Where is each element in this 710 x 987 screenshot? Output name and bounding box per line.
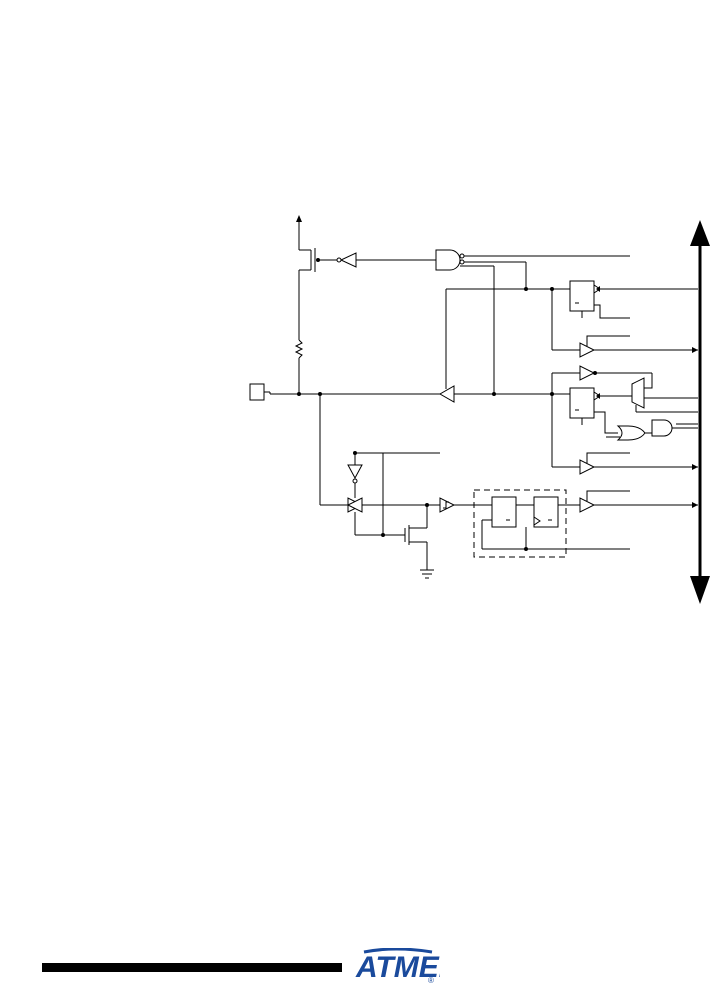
- pull-up-and-gate: [435, 249, 630, 394]
- footer-bar: [42, 963, 342, 972]
- output-driver: [438, 287, 554, 403]
- pin-read-buffer: [579, 490, 698, 513]
- synchronizer-box: [473, 489, 567, 558]
- port-read-buffer: [552, 452, 698, 475]
- pin-pad: [249, 383, 440, 401]
- pull-up-pmos: [298, 248, 320, 340]
- and-gate-2: [651, 419, 698, 437]
- pull-down-nmos: [404, 505, 428, 570]
- or-gate: [606, 425, 652, 441]
- port-buffer: [551, 365, 653, 467]
- port-flip-flop: [552, 387, 632, 434]
- sync-flip-flop: [533, 496, 580, 528]
- data-bus: [690, 220, 710, 604]
- sync-latch: [491, 496, 534, 528]
- ground-symbol: [420, 569, 434, 579]
- transmission-gate: [319, 394, 440, 537]
- logo-text: ATMEL: [355, 951, 440, 984]
- atmel-logo: ATMEL ®: [355, 948, 440, 984]
- vcc-arrow: [296, 215, 302, 250]
- sleep-inverter: [347, 451, 440, 498]
- schmitt-trigger: [439, 497, 492, 513]
- pull-up-inverter: [318, 252, 436, 268]
- data-mux: [631, 377, 698, 413]
- sync-clock-line: [481, 519, 630, 551]
- registered-mark: ®: [428, 976, 434, 984]
- ddr-read-buffer: [551, 289, 698, 358]
- pull-up-resistor: [294, 339, 304, 394]
- ddr-flip-flop: [552, 280, 698, 319]
